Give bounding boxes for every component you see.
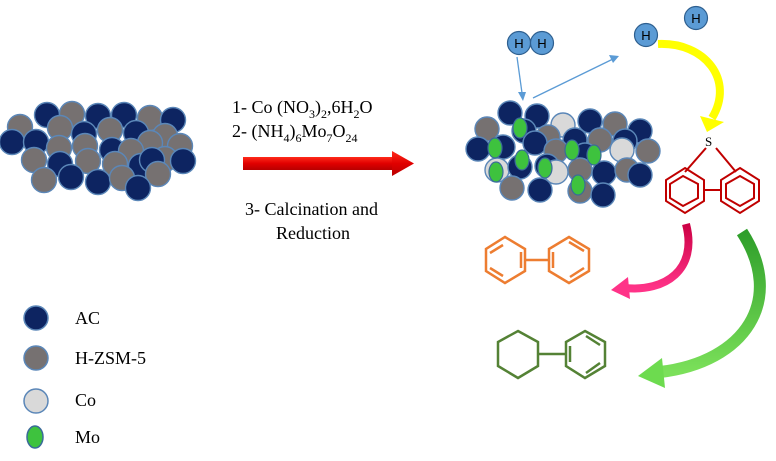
hydrogen-molecules: H H H H (506, 5, 709, 56)
legend: AC H-ZSM-5 Co Mo (23, 305, 146, 449)
step-3-text-line2: Reduction (276, 223, 350, 243)
yellow-curved-arrow (657, 39, 724, 132)
hydrogen-atom: H (633, 22, 659, 48)
mo-particle (537, 157, 553, 179)
ac-particle (590, 182, 616, 208)
ac-particle (527, 177, 553, 203)
svg-text:H: H (641, 28, 650, 43)
hydrogen-atom: H (529, 30, 555, 56)
green-curved-arrow (638, 228, 766, 388)
ac-particle (124, 174, 152, 202)
svg-text:H: H (537, 36, 546, 51)
legend-label-co: Co (75, 390, 96, 410)
legend-item-mo: Mo (26, 425, 100, 449)
mo-particle (564, 139, 580, 161)
hzsm5-particle (635, 138, 661, 164)
ac-particle (465, 136, 491, 162)
legend-item-ac: AC (23, 305, 100, 331)
hzsm5-particle (144, 160, 172, 188)
hzsm5-particle (30, 166, 58, 194)
support-cluster-ac-hzsm5 (0, 100, 197, 202)
svg-text:H: H (691, 11, 700, 26)
ac-particle (169, 147, 197, 175)
mo-particle (514, 149, 530, 171)
dibenzothiophene-molecule: S (665, 134, 760, 215)
legend-label-ac: AC (75, 308, 100, 328)
hydrogen-atom: H (683, 5, 709, 31)
ac-particle (84, 168, 112, 196)
hydrogen-arrows (516, 55, 619, 101)
step-1-text: 1- Co (NO3)2,6H2O (232, 97, 373, 121)
ac-particle (57, 163, 85, 191)
sulfur-label: S (705, 134, 712, 149)
ac-particle (627, 162, 653, 188)
legend-item-co: Co (23, 388, 96, 414)
legend-label-mo: Mo (75, 427, 100, 447)
mo-particle (487, 137, 503, 159)
legend-item-hzsm5: H-ZSM-5 (23, 345, 146, 371)
mo-particle (488, 161, 504, 183)
reaction-arrow (243, 151, 414, 176)
svg-text:H: H (514, 36, 523, 51)
mo-particle (586, 144, 602, 166)
biphenyl-molecule (484, 235, 591, 285)
mo-particle (570, 174, 586, 196)
hzsm5-particle (499, 175, 525, 201)
ac-particle (0, 128, 26, 156)
cyclohexylbenzene-molecule (496, 329, 607, 380)
legend-label-hzsm5: H-ZSM-5 (75, 348, 146, 368)
step-2-text: 2- (NH4)6Mo7O24 (232, 121, 358, 145)
mo-particle (512, 117, 528, 139)
hydrogen-atom: H (506, 30, 532, 56)
pink-curved-arrow (611, 222, 693, 299)
catalyst-cluster-co-mo (465, 100, 661, 208)
step-3-text-line1: 3- Calcination and (245, 199, 378, 219)
